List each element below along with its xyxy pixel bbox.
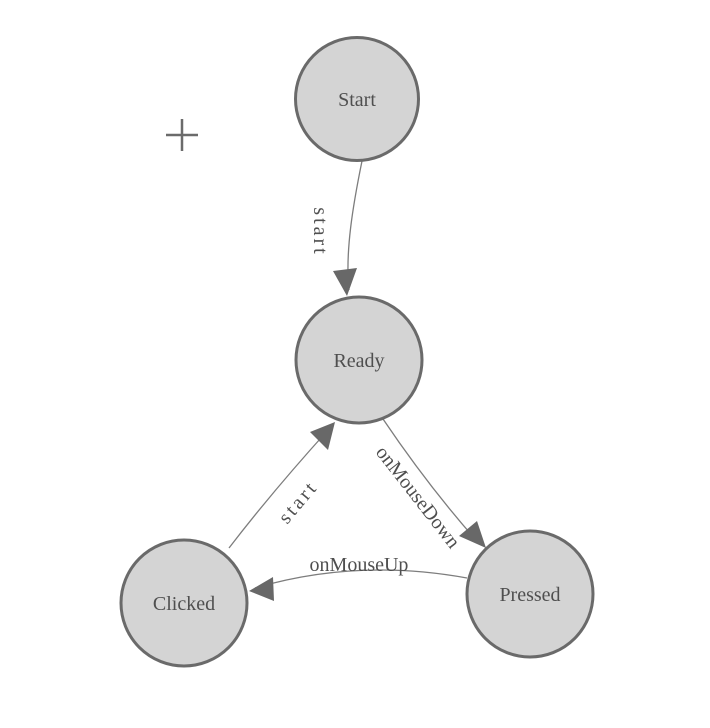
state-circle[interactable] — [119, 538, 249, 668]
edge-label-start[interactable]: start — [309, 207, 331, 256]
edge-line[interactable] — [382, 418, 477, 541]
node-ready[interactable]: Ready — [294, 295, 424, 425]
arrowhead-icon — [459, 521, 486, 548]
edge-pressed-to-clicked[interactable]: onMouseUp — [249, 554, 468, 601]
node-label: Clicked — [153, 593, 215, 615]
edge-start-to-ready[interactable]: start — [309, 160, 363, 296]
node-clicked[interactable]: Clicked — [119, 538, 249, 668]
state-circle[interactable] — [294, 36, 420, 162]
origin-crosshair-icon — [166, 119, 198, 151]
arrowhead-icon — [249, 577, 274, 601]
edge-label-onmousedown[interactable]: onMouseDown — [371, 442, 464, 553]
edge-line[interactable] — [228, 428, 330, 549]
edge-label-onmouseup[interactable]: onMouseUp — [310, 554, 409, 576]
state-circle[interactable] — [294, 295, 424, 425]
node-start[interactable]: Start — [294, 36, 420, 162]
edge-line[interactable] — [254, 569, 468, 589]
node-label: Ready — [333, 350, 384, 372]
arrowhead-icon — [310, 422, 335, 450]
node-label: Pressed — [499, 584, 560, 606]
node-label: Start — [338, 89, 376, 111]
edge-clicked-to-ready[interactable]: start — [228, 422, 335, 549]
edge-ready-to-pressed[interactable]: onMouseDown — [371, 418, 486, 553]
arrowhead-icon — [333, 268, 357, 296]
state-circle[interactable] — [465, 529, 595, 659]
node-pressed[interactable]: Pressed — [465, 529, 595, 659]
